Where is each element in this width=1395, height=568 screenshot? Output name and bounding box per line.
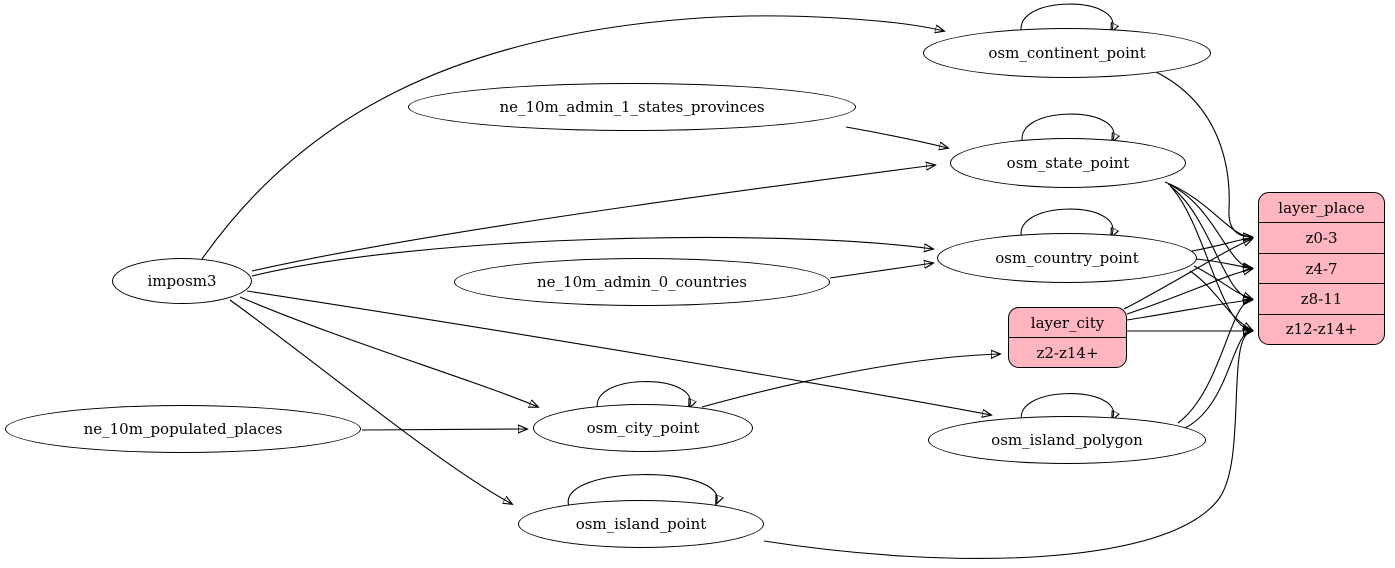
selfloop-osm_city_point (596, 381, 690, 414)
edge-imposm3-to-osm_country_point (251, 236, 933, 277)
edge-layer_city-to-layer_place-z8-11 (1126, 300, 1252, 321)
record-header-layer_city: layer_city (1030, 313, 1105, 332)
selfloop-osm_island_point (567, 474, 717, 510)
edge-imposm3-to-osm_state_point (251, 165, 935, 272)
selfloop-osm_state_point (1021, 113, 1114, 148)
record-row-z2-z14: z2-z14+ (1009, 337, 1126, 367)
edge-osm_island_polygon-to-layer_place-z8-11 (1177, 300, 1252, 424)
edge-layer_city-to-layer_place-z0-3 (1123, 239, 1252, 310)
node-label: osm_city_point (586, 419, 700, 437)
node-layer_place: layer_place z0-3 z4-7 z8-11 z12-z14+ (1258, 192, 1385, 345)
node-label: osm_continent_point (988, 44, 1146, 62)
edge-osm_city_point-to-layer_city-z2-z14 (701, 354, 1000, 408)
node-layer_city: layer_city z2-z14+ (1008, 307, 1127, 368)
edge-imposm3-to-osm_city_point (239, 296, 538, 407)
record-row-z0-3: z0-3 (1259, 222, 1384, 252)
edge-ne_10m_populated_places-to-osm_city_point (361, 429, 527, 430)
edge-osm_continent_point-to-layer_place-z0-3 (1151, 69, 1252, 237)
record-header-layer_place: layer_place (1278, 198, 1365, 217)
node-imposm3: imposm3 (112, 258, 252, 304)
edge-osm_island_polygon-to-layer_place-z12-z14 (1184, 331, 1252, 429)
node-osm_country_point: osm_country_point (937, 233, 1197, 283)
selfloop-osm_island_polygon (1020, 393, 1113, 426)
node-label: ne_10m_admin_1_states_provinces (499, 98, 765, 116)
record-row-z8-11: z8-11 (1259, 283, 1384, 313)
node-label: osm_state_point (1006, 154, 1130, 172)
node-label: imposm3 (147, 272, 217, 290)
node-osm_continent_point: osm_continent_point (923, 28, 1211, 78)
node-label: osm_country_point (995, 249, 1139, 267)
node-label: osm_island_polygon (991, 431, 1143, 449)
node-osm_city_point: osm_city_point (533, 404, 753, 452)
edge-osm_island_point-to-layer_place-z12-z14 (763, 331, 1252, 559)
edge-osm_state_point-to-layer_place-z0-3 (1164, 181, 1252, 237)
node-ne_10m_admin_0_countries: ne_10m_admin_0_countries (454, 258, 830, 306)
record-row-z12-z14: z12-z14+ (1259, 313, 1384, 344)
record-row-z4-7: z4-7 (1259, 252, 1384, 283)
node-osm_state_point: osm_state_point (950, 138, 1186, 188)
edge-imposm3-to-osm_island_polygon (246, 290, 991, 415)
edge-imposm3-to-osm_island_point (229, 299, 512, 504)
node-ne_10m_admin_1_states_provinces: ne_10m_admin_1_states_provinces (408, 83, 856, 131)
edge-layer_city-to-layer_place-z4-7 (1126, 269, 1252, 315)
selfloop-osm_continent_point (1020, 3, 1113, 38)
node-ne_10m_populated_places: ne_10m_populated_places (5, 405, 361, 453)
node-osm_island_polygon: osm_island_polygon (928, 416, 1206, 464)
edge-osm_country_point-to-layer_place-z12-z14 (1189, 270, 1252, 330)
node-label: ne_10m_populated_places (83, 420, 283, 438)
edge-imposm3-to-osm_continent_point (201, 15, 944, 260)
selfloop-osm_country_point (1020, 208, 1113, 243)
node-label: ne_10m_admin_0_countries (537, 273, 747, 291)
node-label: osm_island_point (575, 515, 707, 533)
edge-ne_10m_admin_1_states_provinces-to-osm_state_point (845, 126, 948, 148)
edge-ne_10m_admin_0_countries-to-osm_country_point (829, 263, 933, 279)
node-osm_island_point: osm_island_point (518, 500, 764, 548)
